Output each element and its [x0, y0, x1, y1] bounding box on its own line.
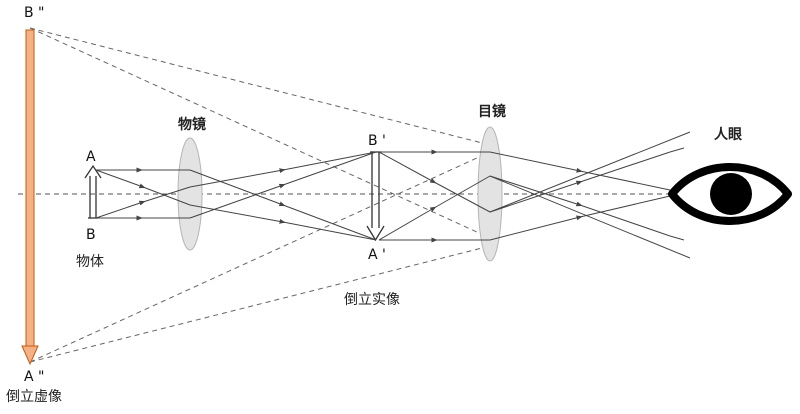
ray-upper-long	[489, 131, 691, 213]
eyepiece-lens	[477, 126, 503, 262]
point-a1-label: A '	[368, 247, 386, 263]
ray-a-to-a1	[189, 169, 377, 241]
real-image-label: 倒立实像	[344, 292, 400, 308]
objective-to-image-rays	[189, 151, 377, 241]
ray-out-3	[489, 151, 671, 213]
point-a-label: A	[86, 149, 96, 165]
point-b1-label: B '	[368, 133, 386, 149]
real-image-arrow	[366, 151, 385, 242]
virtual-image-arrow	[21, 29, 39, 366]
ray-a-diag	[95, 169, 191, 206]
extension-b2-upper	[29, 27, 491, 146]
ray-b-to-b1	[189, 151, 377, 219]
object-arrow	[84, 164, 102, 219]
eyepiece-label: 目镜	[478, 104, 506, 120]
objective-label: 物镜	[178, 117, 206, 133]
object-label: 物体	[76, 254, 104, 270]
ray-out-3-ext	[669, 147, 685, 153]
eye-icon	[668, 163, 792, 225]
ray-out-4-ext	[669, 235, 685, 241]
extension-b2-lower	[29, 27, 491, 239]
ray-lower-long	[489, 175, 691, 259]
ray-b-diag-to-b1	[189, 151, 377, 188]
ray-b-diag	[95, 186, 191, 219]
ray-out-2	[489, 195, 671, 241]
ray-b1-cross	[378, 151, 491, 213]
virtual-image-bar	[25, 29, 35, 349]
objective-lens	[177, 137, 203, 251]
point-b-label: B	[86, 227, 96, 243]
image-to-eyepiece-rays	[378, 149, 491, 243]
point-b2-label: B "	[24, 5, 45, 21]
ray-out-4	[489, 175, 671, 237]
ray-out-1	[489, 151, 671, 191]
object-rays	[95, 167, 191, 221]
extension-a2-lower	[29, 245, 491, 363]
virtual-image-arrowhead	[21, 345, 39, 366]
point-a2-label: A "	[24, 369, 45, 385]
virtual-image-label: 倒立虚像	[6, 389, 62, 405]
ray-a1-cross	[378, 175, 491, 241]
virtual-ray-extensions	[29, 27, 491, 363]
extension-a2-upper	[29, 151, 491, 363]
ray-a-diag-to-a1	[189, 204, 377, 241]
eye-label: 人眼	[714, 127, 742, 143]
